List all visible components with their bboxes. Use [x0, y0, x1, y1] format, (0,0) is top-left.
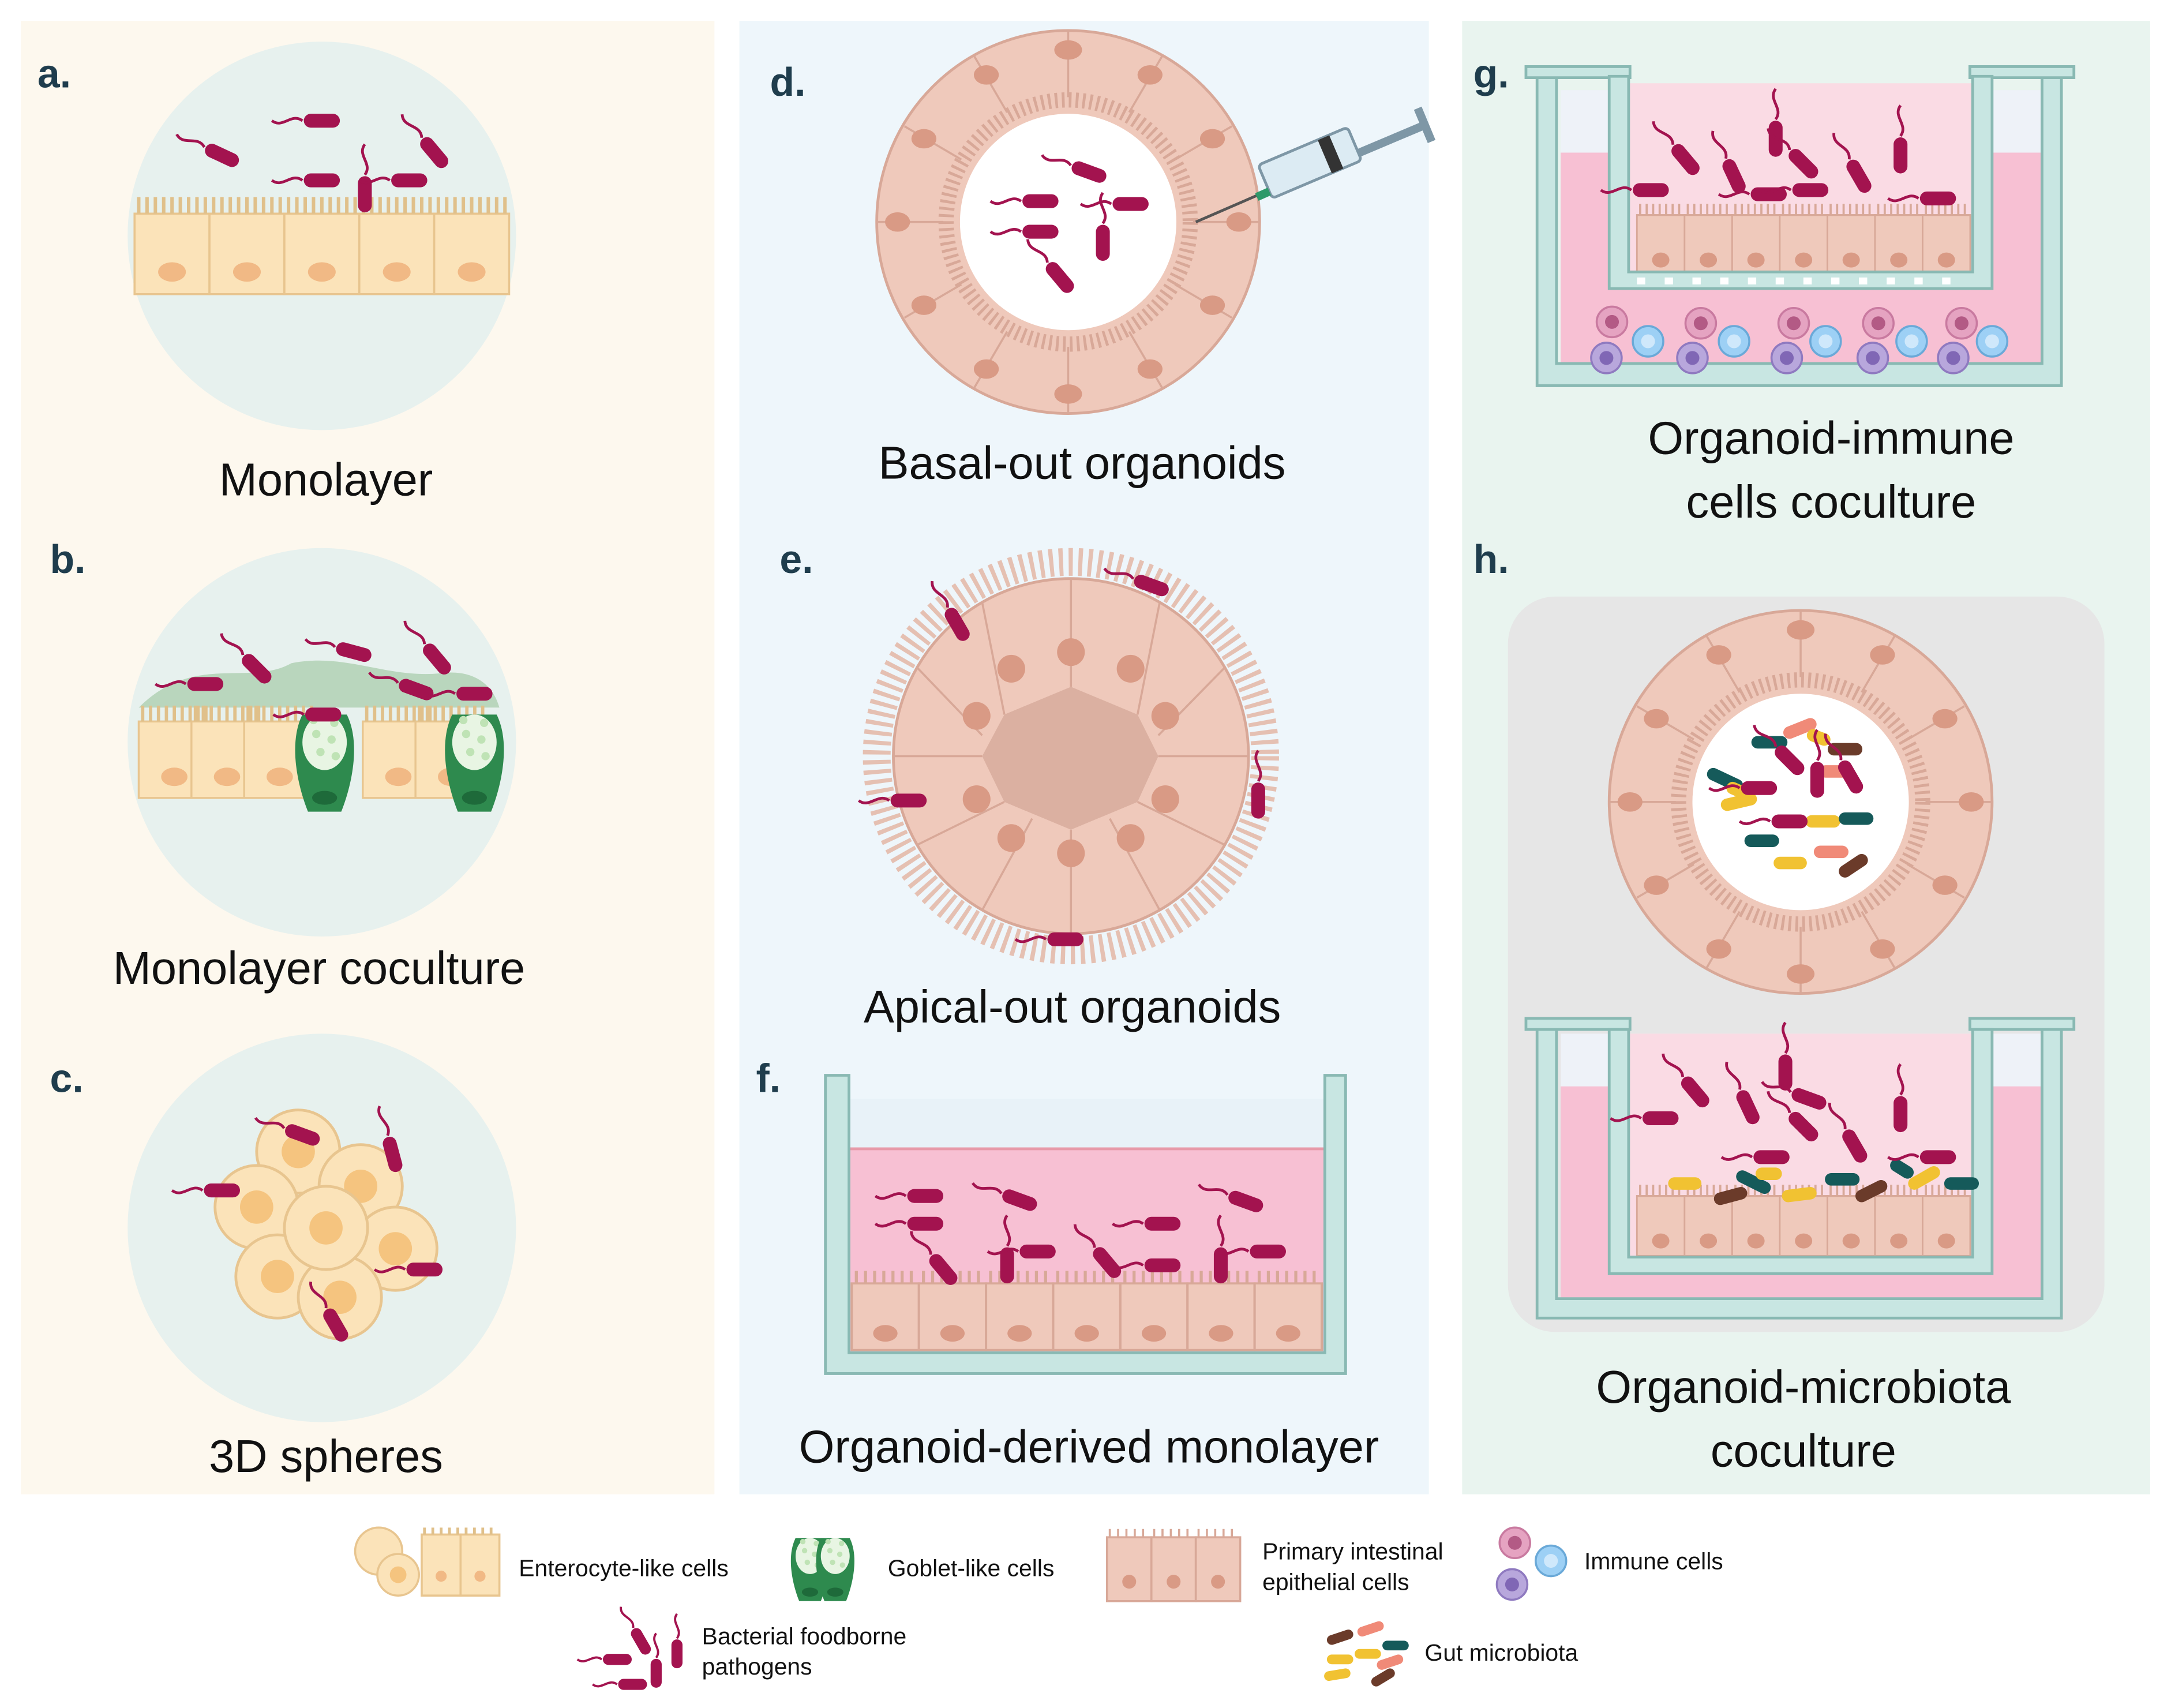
panel-c-illustration: [128, 1033, 516, 1422]
panel-e-illustration: [858, 548, 1279, 965]
panel-f-caption: Organoid-derived monolayer: [798, 1421, 1379, 1473]
panel-g-caption-line1: Organoid-immune: [1648, 412, 2015, 464]
panel-a-letter: a.: [37, 53, 72, 98]
legend-immune-label: Immune cells: [1584, 1548, 1723, 1575]
panel-c-letter: c.: [50, 1057, 84, 1102]
legend-primary-icon: [1105, 1529, 1242, 1602]
panel-d-letter: d.: [770, 61, 806, 106]
legend-microbiota-icon: [1324, 1621, 1409, 1687]
legend-microbiota-label: Gut microbiota: [1424, 1640, 1578, 1666]
legend-pathogen-icon: [576, 1602, 684, 1691]
legend-immune-icon: [1495, 1526, 1568, 1601]
panel-f-illustration: [824, 1074, 1347, 1375]
panel-a-illustration: [128, 42, 516, 430]
panel-b-letter: b.: [50, 538, 86, 583]
panel-b-illustration: [128, 548, 516, 937]
panel-e-letter: e.: [779, 538, 813, 583]
panel-h-letter: h.: [1473, 538, 1509, 583]
panel-f-letter: f.: [756, 1057, 781, 1102]
legend-primary-label-line2: epithelial cells: [1262, 1569, 1409, 1596]
panel-h-caption-line2: coculture: [1710, 1425, 1896, 1477]
legend-enterocyte-label: Enterocyte-like cells: [519, 1555, 729, 1582]
panel-d-caption: Basal-out organoids: [878, 437, 1286, 489]
panel-g-letter: g.: [1473, 53, 1509, 98]
legend-primary-label-line1: Primary intestinal: [1262, 1538, 1443, 1565]
panel-h-illustration: [1508, 596, 2105, 1332]
syringe-icon: [1195, 106, 1436, 223]
panel-e-caption: Apical-out organoids: [863, 980, 1281, 1032]
panel-a-caption: Monolayer: [219, 454, 433, 505]
panel-c-caption: 3D spheres: [209, 1430, 443, 1482]
legend-goblet-icon: [790, 1538, 854, 1601]
legend-enterocyte-icon: [354, 1526, 501, 1597]
panel-b-caption: Monolayer coculture: [113, 942, 526, 994]
legend-goblet-label: Goblet-like cells: [887, 1555, 1055, 1582]
panel-g-caption-line2: cells coculture: [1686, 475, 1977, 527]
panel-d-illustration: [875, 29, 1436, 415]
panel-h-caption-line1: Organoid-microbiota: [1596, 1361, 2011, 1413]
legend-pathogens-label-line2: pathogens: [702, 1654, 812, 1680]
panel-g-illustration: [1524, 65, 2076, 387]
legend-pathogens-label-line1: Bacterial foodborne: [702, 1623, 907, 1650]
